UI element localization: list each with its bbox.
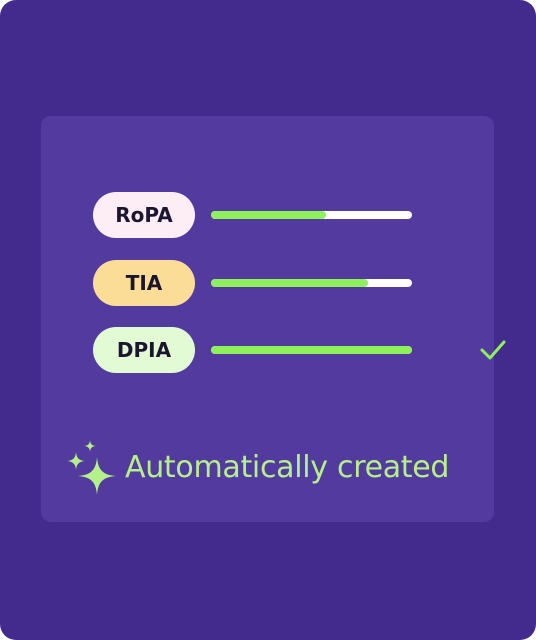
sparkles-icon xyxy=(67,440,116,495)
documents-panel: RoPA TIA DPIA Au xyxy=(41,116,506,522)
document-row-tia: TIA xyxy=(93,260,412,306)
document-pill-tia: TIA xyxy=(93,260,195,306)
progress-track-dpia xyxy=(211,346,412,354)
document-pill-ropa: RoPA xyxy=(93,192,195,238)
document-pill-dpia: DPIA xyxy=(93,327,195,373)
caption-text: Automatically created xyxy=(125,449,450,485)
progress-fill-tia xyxy=(211,279,368,287)
document-row-dpia: DPIA xyxy=(93,327,506,373)
progress-fill-ropa xyxy=(211,211,326,219)
progress-track-ropa xyxy=(211,211,412,219)
caption: Automatically created xyxy=(67,439,449,495)
document-row-ropa: RoPA xyxy=(93,192,412,238)
progress-track-tia xyxy=(211,279,412,287)
progress-fill-dpia xyxy=(211,346,412,354)
check-icon xyxy=(480,340,506,360)
